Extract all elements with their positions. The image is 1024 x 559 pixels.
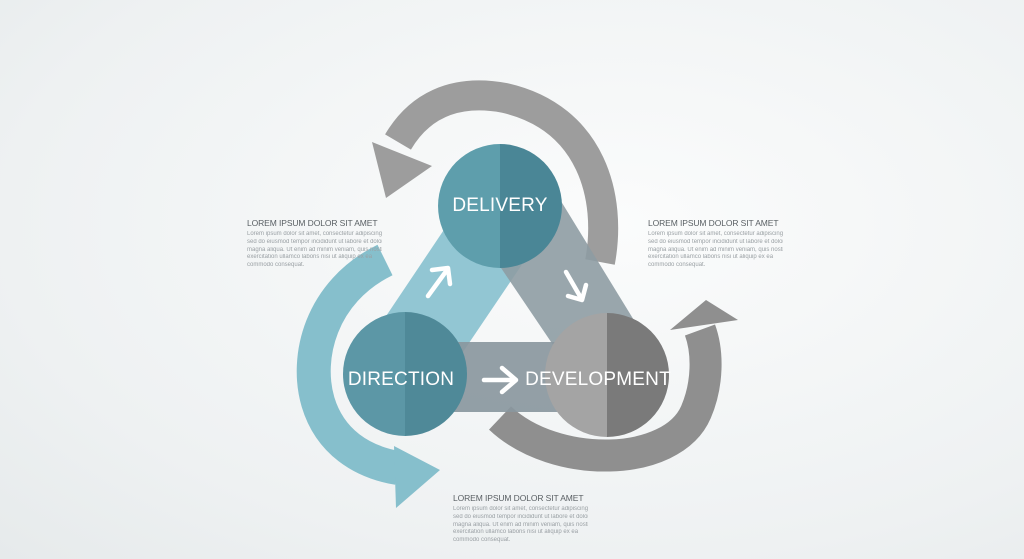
text-block-heading: LOREM IPSUM DOLOR SIT AMET — [247, 218, 378, 228]
text-block-line: magna aliqua. Ut enim ad minim veniam, q… — [453, 521, 588, 528]
text-block-line: sed do eiusmod tempor incididunt ut labo… — [648, 238, 783, 245]
arrow-up-right-icon — [425, 265, 453, 299]
delivery-circle — [438, 144, 562, 268]
top-cycle-arrow — [372, 80, 619, 265]
text-block-line: commodo consequat. — [648, 262, 706, 269]
left-cycle-arrow — [296, 244, 440, 508]
text-block-line: Lorem ipsum dolor sit amet, consectetur … — [648, 231, 783, 237]
text-block-line: magna aliqua. Ut enim ad minim veniam, q… — [247, 246, 382, 253]
text-block-heading: LOREM IPSUM DOLOR SIT AMET — [648, 218, 779, 228]
arrow-down-right-icon — [563, 269, 589, 303]
text-block-line: magna aliqua. Ut enim ad minim veniam, q… — [648, 246, 783, 253]
text-block-line: Lorem ipsum dolor sit amet, consectetur … — [453, 506, 588, 512]
text-block-line: sed do eiusmod tempor incididunt ut labo… — [453, 513, 588, 520]
right-cycle-arrow — [489, 300, 738, 472]
development-label: DEVELOPMENT — [525, 369, 671, 390]
text-block-line: exercitation ullamco laboris nisi ut ali… — [247, 254, 373, 261]
text-block-line: commodo consequat. — [453, 537, 511, 544]
text-block-right: LOREM IPSUM DOLOR SIT AMET Lorem ipsum d… — [648, 218, 783, 270]
text-block-bottom: LOREM IPSUM DOLOR SIT AMET Lorem ipsum d… — [453, 493, 588, 545]
text-block-line: commodo consequat. — [247, 262, 305, 269]
text-block-line: sed do eiusmod tempor incididunt ut labo… — [247, 238, 382, 245]
direction-circle — [343, 312, 467, 436]
delivery-label: DELIVERY — [452, 195, 548, 216]
arrow-right-icon — [481, 365, 519, 395]
text-block-line: exercitation ullamco laboris nisi ut ali… — [648, 254, 774, 261]
direction-label: DIRECTION — [347, 369, 455, 390]
development-circle — [545, 313, 669, 437]
text-block-heading: LOREM IPSUM DOLOR SIT AMET — [453, 493, 584, 503]
text-block-left: LOREM IPSUM DOLOR SIT AMET Lorem ipsum d… — [247, 218, 382, 270]
text-block-line: exercitation ullamco laboris nisi ut ali… — [453, 529, 579, 536]
text-block-line: Lorem ipsum dolor sit amet, consectetur … — [247, 231, 382, 237]
